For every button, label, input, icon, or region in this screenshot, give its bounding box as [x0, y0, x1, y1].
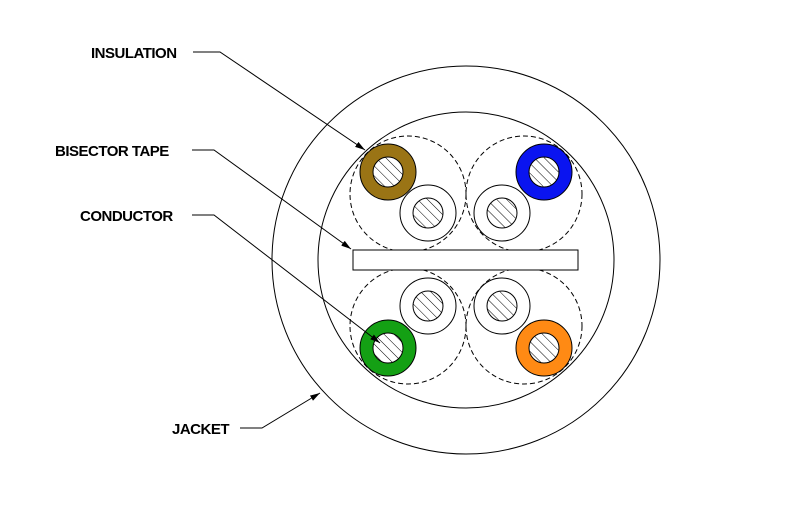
label-insulation: INSULATION — [91, 45, 177, 62]
label-jacket: JACKET — [172, 421, 229, 438]
wire-green — [359, 319, 417, 377]
wire-blue — [515, 143, 573, 201]
conductor-brown — [372, 156, 404, 188]
callout-jacket: JACKET — [172, 392, 321, 438]
conductor-white-brown — [412, 197, 444, 229]
conductor-white-green — [412, 290, 444, 322]
conductor-orange — [528, 332, 560, 364]
conductor-green — [372, 332, 404, 364]
wire-white-green — [399, 277, 457, 335]
jacket-inner — [317, 111, 615, 409]
callout-insulation: INSULATION — [91, 45, 366, 151]
wire-white-orange — [473, 277, 531, 335]
wire-orange — [515, 319, 573, 377]
label-bisector-tape: BISECTOR TAPE — [55, 143, 169, 160]
conductor-white-orange — [486, 290, 518, 322]
callout-conductor: CONDUCTOR — [80, 208, 381, 344]
conductor-white-blue — [486, 197, 518, 229]
wire-white-brown — [399, 184, 457, 242]
wire-brown — [359, 143, 417, 201]
bisector-tape — [352, 249, 579, 271]
callout-bisector-tape: BISECTOR TAPE — [55, 143, 352, 250]
wire-white-blue — [473, 184, 531, 242]
label-conductor: CONDUCTOR — [80, 208, 173, 225]
conductor-blue — [528, 156, 560, 188]
